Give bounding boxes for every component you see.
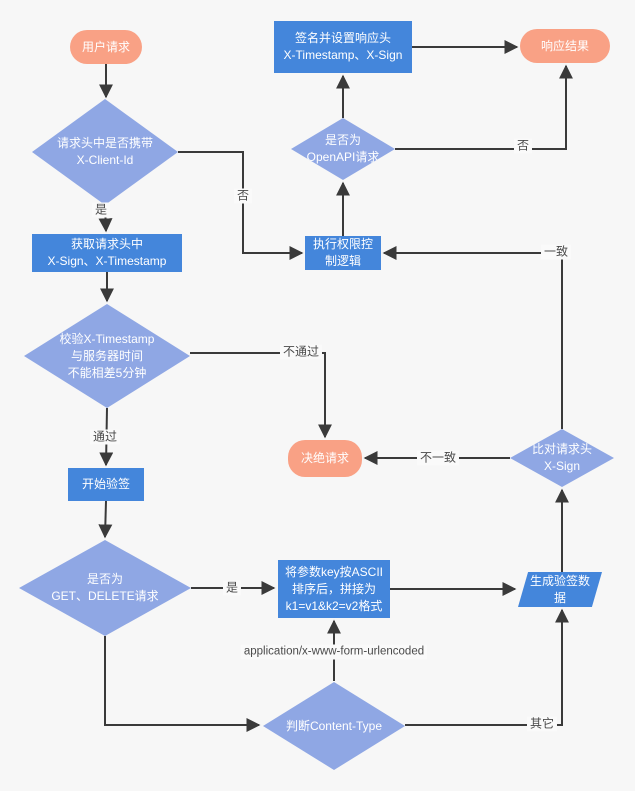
node-label: 将参数key按ASCII bbox=[284, 564, 384, 579]
node-sign-response-headers: 签名并设置响应头 X-Timestamp、X-Sign bbox=[274, 21, 412, 73]
node-label: 比对请求头 bbox=[531, 442, 592, 456]
node-label: 排序后，拼接为 bbox=[291, 581, 376, 596]
node-sort-params-ascii: 将参数key按ASCII 排序后，拼接为 k1=v1&k2=v2格式 bbox=[278, 560, 390, 618]
edge-label-match: 一致 bbox=[540, 244, 572, 260]
node-label: X-Sign bbox=[543, 459, 581, 473]
node-label: 请求头中是否携带 bbox=[56, 136, 153, 150]
edge-timestamp-fail bbox=[190, 352, 332, 439]
node-label: X-Client-Id bbox=[76, 153, 134, 167]
node-get-request-headers: 获取请求头中 X-Sign、X-Timestamp bbox=[32, 234, 182, 272]
node-label: OpenAPI请求 bbox=[306, 150, 380, 164]
edge-label-fail: 不通过 bbox=[279, 344, 323, 360]
edge-label-mismatch: 不一致 bbox=[416, 450, 460, 466]
node-label: 是否为 bbox=[86, 572, 123, 586]
node-label: 决绝请求 bbox=[300, 451, 349, 465]
edge-startverify-to-getdelete bbox=[98, 500, 113, 539]
edge-label-yes: 是 bbox=[222, 580, 242, 596]
node-label: 执行权限控 bbox=[312, 237, 373, 251]
node-label: 响应结果 bbox=[540, 38, 589, 53]
node-label: 开始验签 bbox=[81, 477, 130, 491]
node-label: 签名并设置响应头 bbox=[294, 31, 391, 45]
node-label: k1=v1&k2=v2格式 bbox=[285, 598, 383, 613]
node-label: 制逻辑 bbox=[324, 254, 361, 268]
node-label: 获取请求头中 bbox=[70, 237, 143, 251]
node-label: 生成验签数 bbox=[529, 573, 590, 588]
edge-contenttype-other bbox=[405, 608, 569, 726]
node-label: GET、DELETE请求 bbox=[51, 589, 159, 603]
edge-label-no: 否 bbox=[513, 138, 533, 154]
node-user-request: 用户请求 bbox=[70, 30, 142, 64]
node-exec-permission-logic: 执行权限控 制逻辑 bbox=[305, 236, 381, 270]
node-reject-request: 决绝请求 bbox=[288, 440, 362, 477]
edge-compare-match bbox=[382, 246, 563, 429]
node-label: 不能相差5分钟 bbox=[67, 365, 147, 380]
edge-label-no: 否 bbox=[233, 188, 253, 204]
edge-getdelete-to-contenttype bbox=[104, 636, 261, 732]
edge-label-pass: 通过 bbox=[89, 429, 121, 445]
edge-openapi-no bbox=[395, 64, 573, 150]
node-generate-sign-data: 生成验签数 据 bbox=[518, 572, 602, 607]
edge-label-yes: 是 bbox=[91, 202, 111, 218]
node-label: X-Sign、X-Timestamp bbox=[47, 254, 167, 268]
node-label: 是否为 bbox=[324, 133, 361, 147]
node-label: 与服务器时间 bbox=[70, 348, 143, 363]
node-start-verify: 开始验签 bbox=[68, 468, 144, 501]
node-response-result: 响应结果 bbox=[520, 29, 610, 63]
edge-label-other: 其它 bbox=[526, 716, 558, 732]
node-label: 据 bbox=[553, 590, 566, 605]
node-label: 用户请求 bbox=[81, 39, 130, 54]
node-label: X-Timestamp、X-Sign bbox=[283, 48, 403, 62]
node-label: 校验X-Timestamp bbox=[59, 331, 155, 346]
edge-label-form-urlencoded: application/x-www-form-urlencoded bbox=[240, 644, 428, 660]
node-label: 判断Content-Type bbox=[285, 718, 383, 733]
